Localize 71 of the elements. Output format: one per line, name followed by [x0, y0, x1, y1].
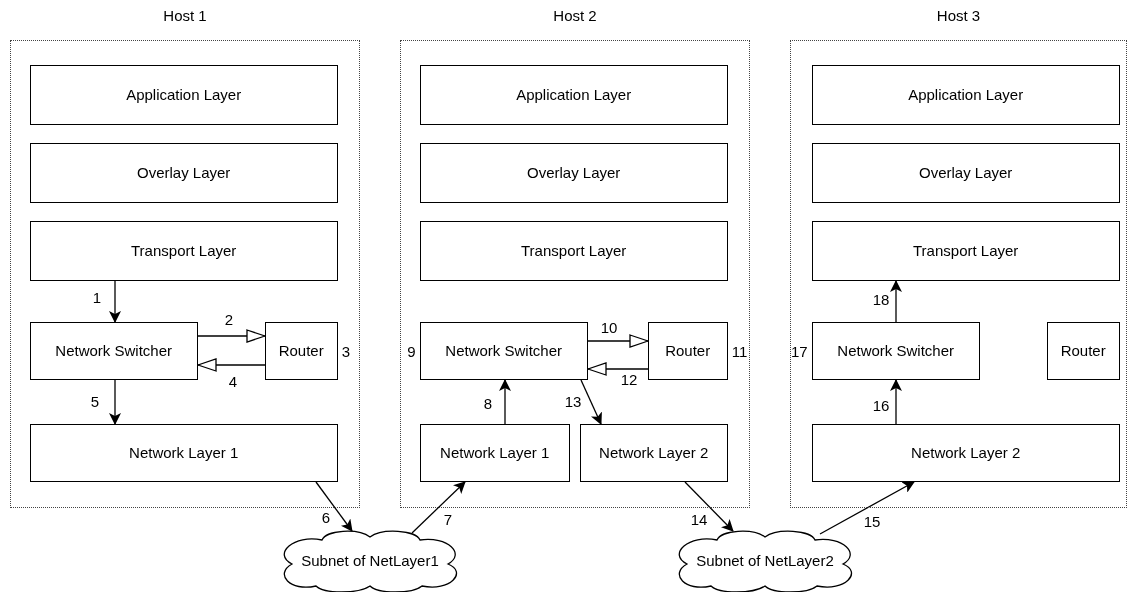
node-label: Subnet of NetLayer1: [301, 551, 439, 569]
node-label: Network Switcher: [837, 342, 955, 360]
edge-label: 16: [871, 398, 891, 414]
arrow: [315, 481, 353, 532]
node-label: Transport Layer: [913, 242, 1019, 260]
edge-label: 7: [442, 512, 454, 528]
node-label: Network Switcher: [445, 342, 563, 360]
layer-box: [29, 64, 338, 125]
node-label: Overlay Layer: [919, 164, 1013, 182]
node-label: Application Layer: [126, 86, 242, 104]
edge-label: 13: [563, 394, 583, 410]
layer-box: [29, 423, 338, 482]
edge-label: 1: [91, 290, 103, 306]
arrow: [587, 362, 649, 376]
edge-label: 12: [619, 372, 639, 388]
arrow: [197, 358, 266, 372]
node-label: Transport Layer: [521, 242, 627, 260]
arrow: [890, 280, 902, 323]
layer-box: [29, 142, 338, 203]
edge-label: 5: [89, 394, 101, 410]
layer-box: [29, 321, 198, 380]
host-title: Host 2: [552, 7, 598, 24]
node-label: Application Layer: [516, 86, 632, 104]
host-title: Host 1: [162, 7, 208, 24]
host-title: Host 3: [935, 7, 982, 24]
edge-label: 4: [227, 374, 239, 390]
layer-box: [579, 423, 728, 482]
node-label: Network Switcher: [55, 342, 173, 360]
edge-label: 2: [223, 312, 235, 328]
node-label: Transport Layer: [131, 242, 237, 260]
edge-label: 15: [862, 514, 882, 530]
edge-label: 8: [482, 396, 494, 412]
arrow: [499, 379, 511, 425]
layer-box: [811, 220, 1120, 281]
node-label: Application Layer: [908, 86, 1024, 104]
node-label: Network Layer 2: [911, 444, 1021, 462]
layer-box: [29, 220, 338, 281]
step-number: 9: [407, 342, 416, 360]
arrow: [890, 379, 902, 425]
edge-label: 10: [599, 320, 619, 336]
node-label: Network Layer 2: [599, 444, 709, 462]
layer-box: [419, 64, 728, 125]
node-label: Overlay Layer: [137, 164, 231, 182]
arrow: [411, 481, 466, 534]
step-number: 11: [731, 342, 748, 360]
arrow: [587, 334, 649, 348]
edge-label: 14: [689, 512, 709, 528]
arrow: [684, 481, 734, 532]
layer-box: [1046, 321, 1120, 380]
layer-box: [419, 142, 728, 203]
layer-box: [811, 64, 1120, 125]
edge-label: 6: [320, 510, 332, 526]
node-label: Subnet of NetLayer2: [696, 551, 834, 569]
layer-box: [811, 423, 1120, 482]
step-number: 17: [791, 342, 808, 360]
arrow: [197, 329, 266, 343]
node-label: Router: [665, 342, 711, 360]
node-label: Router: [278, 342, 324, 360]
layer-box: [419, 220, 728, 281]
node-label: Overlay Layer: [527, 164, 621, 182]
layer-box: [419, 423, 570, 482]
step-number: 3: [341, 342, 351, 360]
arrow: [580, 379, 602, 425]
arrow: [109, 280, 121, 323]
arrow: [109, 379, 121, 425]
node-label: Network Layer 1: [129, 444, 239, 462]
arrow: [819, 481, 915, 535]
layer-box: [811, 142, 1120, 203]
node-label: Network Layer 1: [440, 444, 550, 462]
edge-label: 18: [871, 292, 891, 308]
node-label: Router: [1060, 342, 1106, 360]
